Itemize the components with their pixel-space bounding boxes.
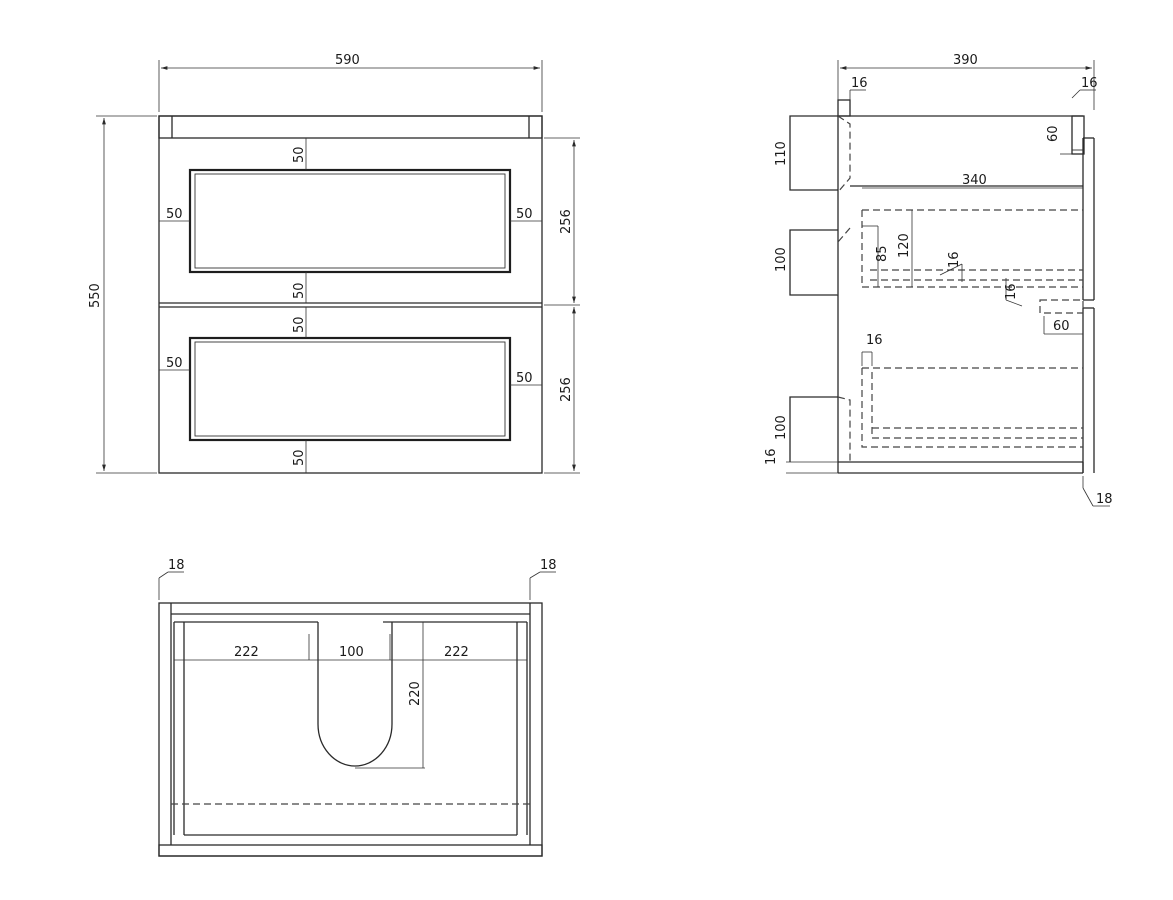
bottom-drawer-recess — [188, 336, 512, 442]
front-top-rail — [158, 115, 543, 139]
dim-bottom-drawer-height: 256 — [559, 377, 574, 402]
top-view: 222 100 222 220 18 18 — [158, 558, 557, 857]
dim-rail-length: 60 — [1053, 319, 1070, 334]
dim-cutout-left: 222 — [234, 645, 259, 660]
dim-top-drawer-right: 50 — [516, 207, 533, 222]
front-view: 50 50 50 50 50 50 50 50 590 550 256 256 — [88, 53, 580, 474]
side-view: 85 120 16 340 16 60 16 110 100 100 16 — [764, 53, 1113, 507]
dim-top-drawer-left: 50 — [166, 207, 183, 222]
dim-top-drawer-top: 50 — [292, 146, 307, 163]
dim-overall-depth: 390 — [953, 53, 978, 68]
dim-cutout-right: 222 — [444, 645, 469, 660]
dim-handle-height: 60 — [1046, 125, 1061, 142]
dim-cutout-width: 100 — [339, 645, 364, 660]
dim-bottom-drawer-left: 50 — [166, 356, 183, 371]
dim-lower-drawer-side: 16 — [866, 333, 883, 348]
dim-top-drawer-height: 256 — [559, 209, 574, 234]
dim-front-bottom-panel: 100 — [774, 415, 789, 440]
dim-bottom-drawer-bottom: 50 — [292, 449, 307, 466]
siphon-cutout — [317, 622, 393, 767]
dim-side-right: 18 — [540, 558, 557, 573]
dim-inner-height-120: 120 — [897, 233, 912, 258]
dim-rail-thickness: 16 — [1004, 283, 1019, 300]
dim-inner-height-85: 85 — [875, 245, 890, 262]
dim-overall-height: 550 — [88, 283, 103, 308]
dim-back-thickness: 18 — [1096, 492, 1113, 507]
dim-base-thickness: 16 — [764, 448, 779, 465]
dim-top-drawer-bottom: 50 — [292, 282, 307, 299]
top-drawer-recess — [188, 168, 512, 274]
dim-bottom-drawer-top: 50 — [292, 316, 307, 333]
dim-drawer-depth: 340 — [962, 173, 987, 188]
dim-side-left: 18 — [168, 558, 185, 573]
dim-top-left-16: 16 — [851, 76, 868, 91]
dim-front-top-panel: 110 — [774, 141, 789, 166]
dim-overall-width: 590 — [335, 53, 360, 68]
dim-drawer-bottom-16: 16 — [947, 251, 962, 268]
dim-cutout-depth: 220 — [408, 681, 423, 706]
dim-bottom-drawer-right: 50 — [516, 371, 533, 386]
dim-top-right-16: 16 — [1081, 76, 1098, 91]
top-view-outline — [158, 602, 543, 857]
dim-front-mid-panel: 100 — [774, 247, 789, 272]
